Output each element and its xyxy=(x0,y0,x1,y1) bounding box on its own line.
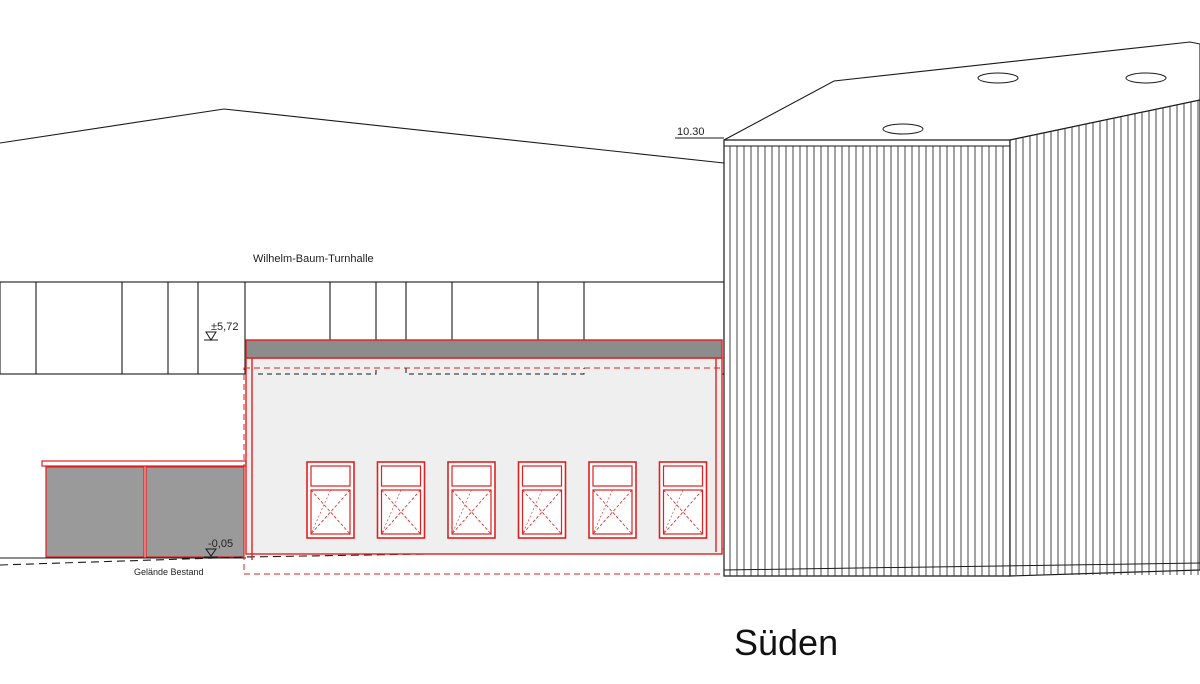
window xyxy=(447,461,496,539)
garage-bay-right xyxy=(145,466,245,558)
window xyxy=(588,461,637,539)
roof-skylights xyxy=(882,72,1167,135)
new-building-roof-edge xyxy=(245,339,723,359)
window xyxy=(306,461,355,539)
gym-roof-outline xyxy=(0,108,725,164)
level-marker-ground: -0,05 xyxy=(204,538,233,558)
building-name-label: Wilhelm-Baum-Turnhalle xyxy=(253,253,374,265)
window xyxy=(658,461,708,539)
new-building xyxy=(243,339,725,575)
hall-facade-front xyxy=(723,139,1011,577)
window xyxy=(376,461,426,539)
large-hall xyxy=(723,41,1200,577)
garage-roof xyxy=(41,460,247,467)
hall-facade-side xyxy=(1009,99,1200,577)
existing-gym-hall xyxy=(0,108,725,375)
level-marker-top: ±5,72 xyxy=(204,321,238,341)
cladding-front xyxy=(729,146,1004,576)
level-hall-label: 10.30 xyxy=(677,126,705,138)
window xyxy=(517,461,567,539)
level-ground-label: -0,05 xyxy=(208,538,233,550)
level-top-label: ±5,72 xyxy=(211,321,238,333)
garage-bay-left xyxy=(45,466,145,558)
level-marker-hall: 10.30 xyxy=(675,126,724,139)
window-group xyxy=(306,461,708,539)
garage xyxy=(41,460,247,558)
cladding-side xyxy=(1015,100,1199,575)
terrain-label: Gelände Bestand xyxy=(134,567,204,577)
view-title: Süden xyxy=(734,622,838,663)
